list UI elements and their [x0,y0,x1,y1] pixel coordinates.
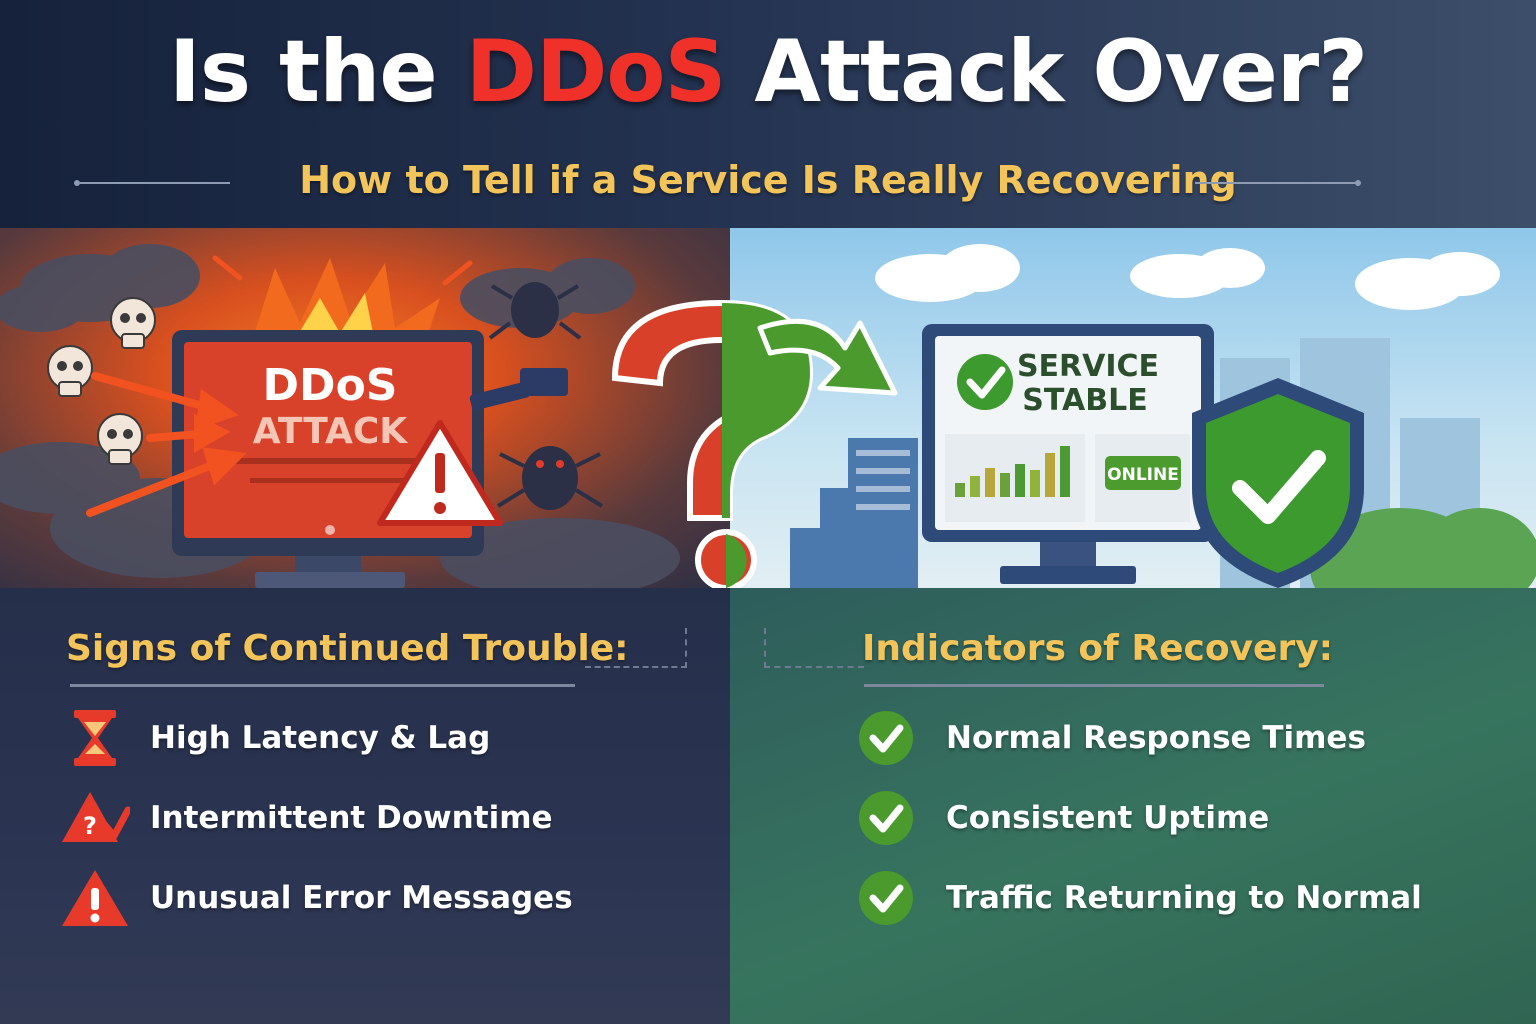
malware-bug-icon [511,282,578,510]
warning-question-icon: ? [60,788,132,848]
title-post: Attack Over? [754,22,1368,122]
warning-exclamation-icon [60,868,130,928]
list-item-label: High Latency & Lag [150,720,491,756]
attack-screen-line1: DDoS [263,360,398,411]
list-item: Traffic Returning to Normal [856,868,1422,928]
broken-cable-icon [469,368,568,411]
subtitle-row: How to Tell if a Service Is Really Recov… [0,150,1536,220]
list-item: ? Intermittent Downtime [60,788,553,848]
list-item: High Latency & Lag [60,708,490,768]
list-item-label: Normal Response Times [946,720,1366,756]
title-pre: Is the [168,22,438,122]
online-badge-label: ONLINE [1107,465,1179,485]
trouble-panel: Signs of Continued Trouble: High Latency… [0,588,730,1024]
page-subtitle: How to Tell if a Service Is Really Recov… [299,158,1237,202]
stable-screen-line1: SERVICE [1017,349,1159,384]
list-item-label: Consistent Uptime [946,800,1270,836]
recovery-panel: Indicators of Recovery: Normal Response … [730,588,1536,1024]
list-item-label: Unusual Error Messages [150,880,573,916]
illustration-band: DDoS ATTACK [0,228,1536,588]
attack-arrows [86,255,473,517]
stable-screen-line2: STABLE [1022,383,1147,418]
list-item: Consistent Uptime [856,788,1269,848]
sky-clouds [875,244,1500,310]
recovery-heading-rule [864,684,1324,687]
skull-icon [47,297,156,465]
list-item: Unusual Error Messages [60,868,573,928]
title-accent: DDoS [465,22,727,122]
page-title: Is the DDoS Attack Over? [0,22,1536,122]
subtitle-divider-right [1195,180,1361,186]
trouble-heading-rule [70,684,575,687]
mini-bar-chart [955,446,1070,497]
list-item-label: Traffic Returning to Normal [946,880,1422,916]
check-circle-icon [856,868,926,928]
list-item-label: Intermittent Downtime [150,800,553,836]
recovery-heading: Indicators of Recovery: [862,628,1334,669]
trouble-dashed-decoration [585,628,687,668]
check-badge-icon [957,354,1013,410]
hourglass-icon [60,708,130,768]
trouble-heading: Signs of Continued Trouble: [66,628,629,669]
shield-check-icon [1192,378,1364,588]
online-badge [1105,456,1181,490]
recovery-dashed-decoration [764,628,864,668]
recovery-arrow-icon [757,318,898,396]
subtitle-divider-left [74,180,230,186]
list-item: Normal Response Times [856,708,1366,768]
illustration-svg: DDoS ATTACK [0,244,1536,588]
check-circle-icon [856,708,926,768]
attack-warning-icon [377,420,503,526]
check-circle-icon [856,788,926,848]
question-mark-icon [611,299,814,588]
attack-screen-line2: ATTACK [253,411,408,452]
server-buildings [790,438,918,588]
svg-text:?: ? [83,812,97,840]
header: Is the DDoS Attack Over? How to Tell if … [0,0,1536,240]
